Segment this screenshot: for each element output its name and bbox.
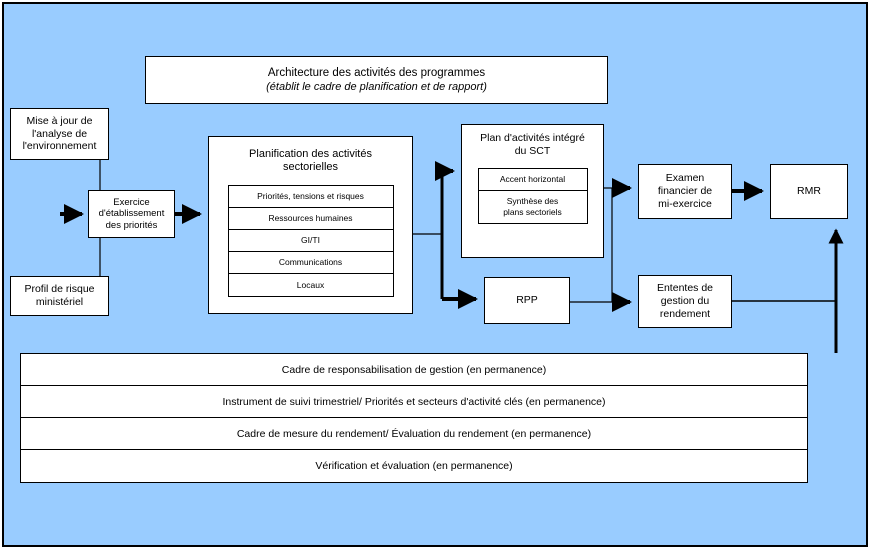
sector-planning-item-list: Priorités, tensions et risques Ressource… (227, 184, 394, 297)
architecture-subtitle: (établit le cadre de planification et de… (266, 80, 487, 93)
node-plan-activites-integre-sct: Plan d'activités intégré du SCT Accent h… (461, 124, 604, 258)
env-scan-line3: l'environnement (22, 140, 97, 153)
mid-year-line2: financier de (657, 185, 713, 198)
node-profil-de-risque-ministeriel: Profil de risque ministériel (10, 276, 109, 316)
risk-profile-line1: Profil de risque (24, 283, 95, 296)
sct-plan-line2: du SCT (514, 144, 551, 157)
node-mise-a-jour-analyse-environnement: Mise à jour de l'analyse de l'environnem… (10, 108, 109, 160)
priority-setting-line3: des priorités (105, 219, 158, 231)
perf-agreements-line3: rendement (659, 307, 711, 320)
sct-item-1-line1: Synthèse des (506, 196, 559, 207)
node-rmr: RMR (770, 164, 848, 219)
list-item: Synthèse des plans sectoriels (478, 190, 587, 223)
env-scan-line1: Mise à jour de (26, 114, 93, 127)
perf-agreements-line1: Ententes de (656, 282, 714, 295)
list-item: Communications (228, 251, 393, 274)
node-exercice-etablissement-priorites: Exercice d'établissement des priorités (88, 190, 175, 238)
priority-setting-line1: Exercice (113, 196, 150, 208)
perf-agreements-line2: gestion du (660, 295, 710, 308)
ongoing-mechanisms-bars: Cadre de responsabilisation de gestion (… (20, 353, 808, 483)
sct-plan-item-list: Accent horizontal Synthèse des plans sec… (477, 167, 588, 224)
risk-profile-line2: ministériel (35, 296, 84, 308)
bottom-bar-verification-evaluation: Vérification et évaluation (en permanenc… (21, 450, 807, 482)
sector-planning-line1: Planification des activités (249, 148, 372, 160)
sct-plan-line1: Plan d'activités intégré (480, 132, 585, 144)
rmr-label: RMR (797, 185, 821, 198)
sct-plan-title: Plan d'activités intégré du SCT (462, 132, 603, 158)
architecture-title: Architecture des activités des programme… (267, 66, 486, 79)
bottom-bar-cadre-mesure-rendement: Cadre de mesure du rendement/ Évaluation… (21, 418, 807, 450)
sct-item-1-line2: plans sectoriels (503, 206, 562, 217)
mid-year-line3: mi-exercice (658, 197, 712, 210)
sct-item-0-line1: Accent horizontal (499, 173, 566, 184)
node-planification-activites-sectorielles: Planification des activités sectorielles… (208, 136, 413, 314)
list-item: Accent horizontal (478, 168, 587, 191)
env-scan-line2: l'analyse de (31, 127, 88, 140)
list-item: GI/TI (228, 229, 393, 252)
sector-planning-line2: sectorielles (282, 161, 339, 174)
list-item: Locaux (228, 273, 393, 296)
node-architecture-des-activites: Architecture des activités des programme… (145, 56, 608, 104)
priority-setting-line2: d'établissement (98, 208, 165, 220)
node-rpp: RPP (484, 277, 570, 324)
sector-planning-title: Planification des activités sectorielles (209, 148, 412, 175)
node-ententes-gestion-rendement: Ententes de gestion du rendement (638, 275, 732, 328)
bottom-bar-cadre-responsabilisation: Cadre de responsabilisation de gestion (… (21, 354, 807, 386)
mid-year-line1: Examen (665, 172, 705, 185)
node-examen-financier-mi-exercice: Examen financier de mi-exercice (638, 164, 732, 219)
bottom-bar-instrument-suivi-trimestriel: Instrument de suivi trimestriel/ Priorit… (21, 386, 807, 418)
list-item: Ressources humaines (228, 207, 393, 230)
rpp-label: RPP (516, 294, 538, 307)
list-item: Priorités, tensions et risques (228, 185, 393, 208)
